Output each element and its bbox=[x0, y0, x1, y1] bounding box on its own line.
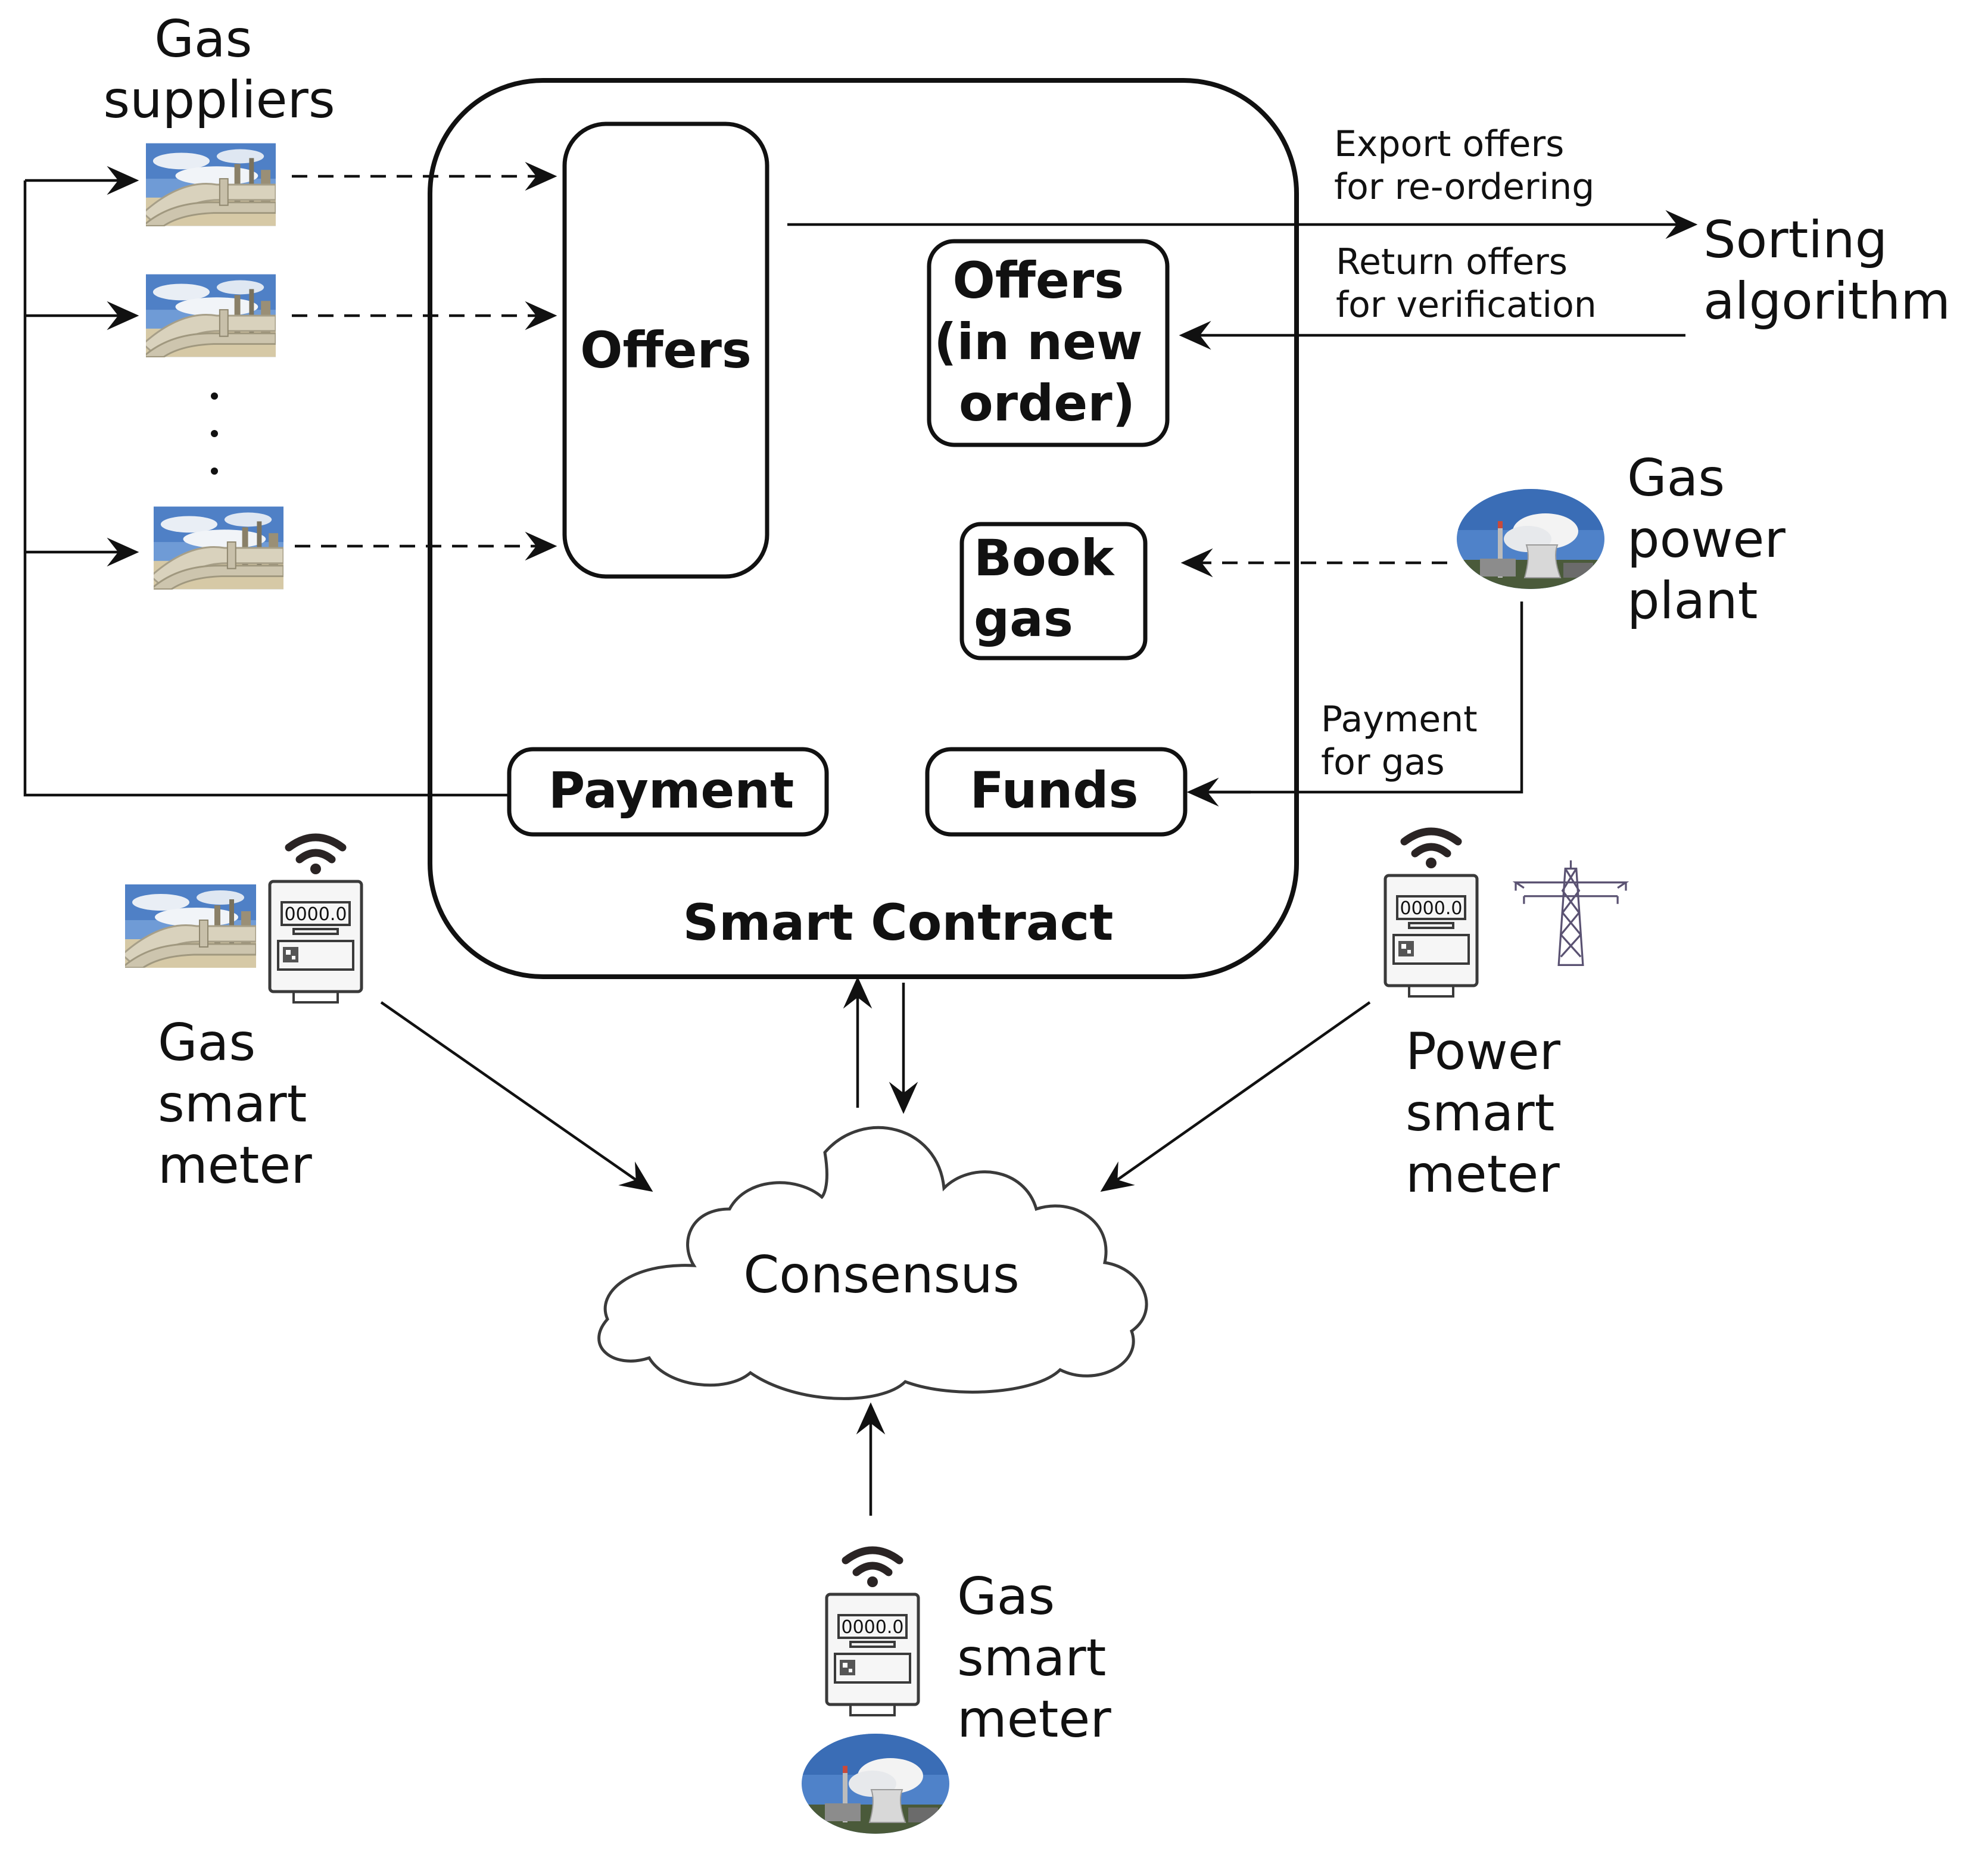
gas-smart-meter-left-line-3: meter bbox=[158, 1136, 312, 1195]
payment-for-gas-line-2: for gas bbox=[1321, 741, 1445, 783]
gas-supplier-1-photo-icon bbox=[146, 143, 276, 226]
sorting-algorithm-label: Sorting algorithm bbox=[1703, 210, 1950, 331]
gas-smart-meter-left-icon bbox=[270, 837, 362, 1002]
gas-smart-meter-bottom-label: Gas smart meter bbox=[957, 1567, 1123, 1749]
ellipsis-dot-3 bbox=[211, 468, 218, 475]
book-gas-box[interactable] bbox=[959, 522, 1148, 660]
export-offers-label: Export offers for re-ordering bbox=[1334, 123, 1594, 208]
payment-loop-line bbox=[23, 180, 509, 797]
smart-contract-title: Smart Contract bbox=[683, 893, 1114, 952]
return-offers-label: Return offers for verification bbox=[1336, 241, 1597, 326]
gas-power-plant-line-2: power bbox=[1627, 510, 1786, 569]
offers-new-order-line-2: (in new bbox=[934, 313, 1143, 371]
offers-new-order-label: Offers (in new order) bbox=[934, 251, 1160, 432]
payment-box[interactable] bbox=[507, 747, 829, 837]
gas-power-plant-label: Gas power plant bbox=[1627, 448, 1802, 631]
funds-label: Funds bbox=[970, 761, 1139, 819]
offers-new-order-box[interactable] bbox=[927, 239, 1170, 447]
gas-power-plant-photo-icon bbox=[1456, 488, 1605, 590]
funds-box[interactable] bbox=[925, 747, 1188, 837]
payment-label: Payment bbox=[549, 761, 794, 819]
gas-power-plant-line-1: Gas bbox=[1627, 448, 1725, 508]
gas-suppliers-line-2: suppliers bbox=[103, 70, 335, 130]
gas-smart-meter-bottom-line-1: Gas bbox=[957, 1567, 1055, 1626]
power-smart-meter-line-2: smart bbox=[1406, 1083, 1554, 1143]
gas-smart-meter-left-photo-icon bbox=[125, 884, 256, 968]
gas-power-plant-line-3: plant bbox=[1627, 571, 1758, 631]
gas-smart-meter-bottom-line-2: smart bbox=[957, 1628, 1106, 1688]
payment-for-gas-line bbox=[1197, 602, 1523, 794]
payment-for-gas-label: Payment for gas bbox=[1321, 699, 1489, 783]
gas-smart-meter-bottom-plant-photo-icon bbox=[801, 1733, 950, 1834]
power-smart-meter-line-1: Power bbox=[1406, 1022, 1561, 1082]
ellipsis-dot-1 bbox=[211, 392, 218, 400]
gas-smart-meter-bottom-icon bbox=[827, 1550, 918, 1715]
gas-smart-meter-bottom-line-3: meter bbox=[957, 1690, 1111, 1749]
ellipsis-dot-2 bbox=[211, 430, 218, 437]
gas-supplier-n-photo-icon bbox=[154, 506, 283, 590]
offers-box[interactable] bbox=[562, 121, 769, 579]
gas-smart-meter-left-line-2: smart bbox=[158, 1074, 307, 1134]
offers-label: Offers bbox=[580, 321, 752, 379]
return-offers-line-1: Return offers bbox=[1336, 241, 1568, 283]
export-offers-line-2: for re-ordering bbox=[1334, 166, 1594, 208]
gas-meter-left-to-consensus-arrow bbox=[380, 1001, 653, 1192]
power-smart-meter-icon bbox=[1385, 831, 1477, 996]
power-smart-meter-label: Power smart meter bbox=[1406, 1022, 1576, 1204]
sorting-algorithm-line-1: Sorting bbox=[1703, 210, 1887, 270]
smart-contract-container bbox=[428, 78, 1299, 979]
export-offers-line-1: Export offers bbox=[1334, 123, 1564, 165]
book-gas-label: Book gas bbox=[974, 529, 1132, 648]
consensus-label: Consensus bbox=[743, 1245, 1020, 1305]
gas-suppliers-label: Gas suppliers bbox=[103, 10, 335, 130]
offers-new-order-line-3: order) bbox=[959, 374, 1135, 432]
gas-smart-meter-left-line-1: Gas bbox=[158, 1013, 255, 1073]
book-gas-line-2: gas bbox=[974, 590, 1073, 648]
transmission-tower-icon bbox=[1515, 859, 1627, 967]
book-gas-line-1: Book bbox=[974, 529, 1115, 587]
gas-supplier-2-photo-icon bbox=[146, 274, 276, 357]
offers-new-order-line-1: Offers bbox=[952, 251, 1124, 310]
consensus-cloud-icon bbox=[597, 1126, 1148, 1400]
power-smart-meter-line-3: meter bbox=[1406, 1145, 1560, 1204]
power-meter-to-consensus-arrow bbox=[1100, 1001, 1371, 1192]
payment-for-gas-line-1: Payment bbox=[1321, 699, 1478, 740]
gas-suppliers-line-1: Gas bbox=[154, 10, 252, 69]
gas-smart-meter-left-label: Gas smart meter bbox=[158, 1013, 323, 1195]
sorting-algorithm-line-2: algorithm bbox=[1703, 272, 1950, 331]
return-offers-line-2: for verification bbox=[1336, 284, 1597, 326]
